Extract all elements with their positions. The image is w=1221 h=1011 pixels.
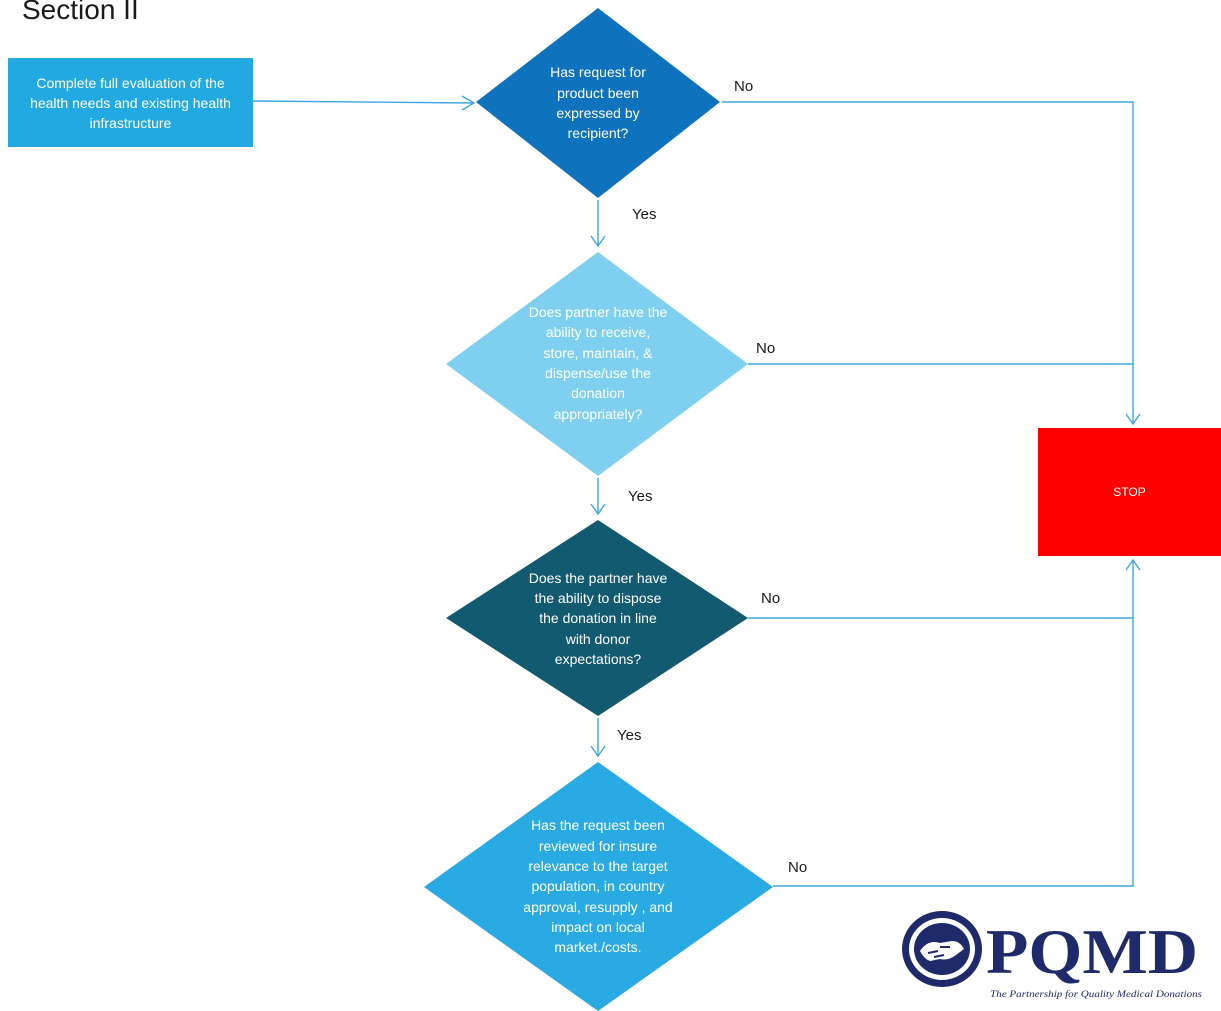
connector-lines <box>252 100 1134 887</box>
decision-3-text: Does the partner have the ability to dis… <box>528 569 668 667</box>
yes-label-2: Yes <box>628 488 653 505</box>
decision-diamond-1 <box>476 8 720 198</box>
stop-box: STOP <box>1038 428 1221 556</box>
handshake-icon <box>920 941 964 961</box>
section-title: Section II <box>22 0 139 25</box>
no-label-2: No <box>756 340 776 357</box>
logo-tagline-text: The Partnership for Quality Medical Dona… <box>990 989 1202 1000</box>
connector-start-to-d1 <box>252 100 475 104</box>
decision-diamond-3 <box>446 520 748 716</box>
pqmd-logo: PQMD The Partnership for Quality Medical… <box>902 911 1202 1000</box>
decision-4-text: Has the request been reviewed for insure… <box>523 817 673 956</box>
connector-no-1 <box>722 101 1134 424</box>
yes-label-3: Yes <box>617 727 642 744</box>
arrowhead-into-stop-top <box>1125 413 1141 426</box>
yes-label-1: Yes <box>632 206 657 223</box>
arrowhead-yes-2 <box>590 503 606 516</box>
arrowhead-yes-1 <box>590 235 606 248</box>
no-label-1: No <box>734 78 754 95</box>
decision-diamond-2 <box>446 252 748 476</box>
arrowheads <box>461 95 1141 758</box>
no-label-3: No <box>761 590 781 607</box>
decision-1-text: Has request for product been expressed b… <box>550 64 646 142</box>
arrowhead-into-d1 <box>461 95 476 111</box>
logo-brand-text: PQMD <box>986 916 1198 987</box>
start-box: Complete full evaluation of the health n… <box>8 58 253 147</box>
arrowhead-yes-3 <box>590 745 606 758</box>
no-label-4: No <box>788 859 808 876</box>
decision-diamond-4 <box>424 762 773 1011</box>
decision-2-text: Does partner have the ability to receive… <box>528 304 668 422</box>
arrowhead-into-stop-bottom <box>1125 558 1141 571</box>
connector-no-4 <box>773 560 1134 887</box>
